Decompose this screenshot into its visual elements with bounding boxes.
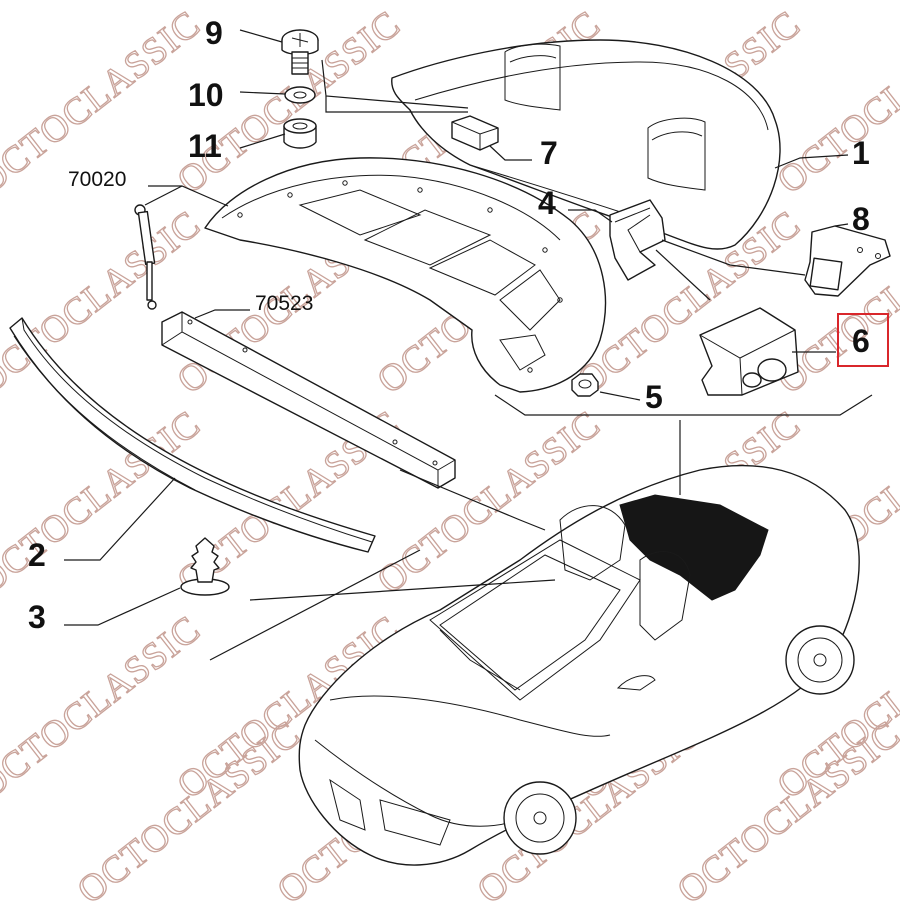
car-illustration bbox=[298, 464, 860, 866]
callout-6: 6 bbox=[852, 323, 870, 359]
callout-labels: 9 10 11 7 1 4 8 6 5 2 3 70020 70523 bbox=[28, 15, 870, 635]
callout-5: 5 bbox=[645, 379, 663, 415]
part-7-pad bbox=[451, 115, 499, 151]
callout-3: 3 bbox=[28, 599, 46, 635]
callout-4: 4 bbox=[538, 185, 556, 221]
callout-2: 2 bbox=[28, 537, 46, 573]
part-4-bracket bbox=[609, 199, 666, 281]
callout-1: 1 bbox=[852, 135, 870, 171]
callout-70523: 70523 bbox=[255, 292, 313, 315]
leader-lines bbox=[64, 29, 873, 661]
callout-9: 9 bbox=[205, 15, 223, 51]
part-6-control-module bbox=[699, 307, 799, 396]
callout-7: 7 bbox=[540, 135, 558, 171]
part-1-tonneau-cover bbox=[391, 39, 781, 250]
part-2-seal-strip bbox=[9, 317, 376, 553]
rear-tray-panel bbox=[204, 157, 607, 393]
callout-10: 10 bbox=[188, 77, 224, 113]
part-5-nut bbox=[571, 373, 599, 397]
trim-panel-70523 bbox=[161, 311, 456, 489]
callout-11: 11 bbox=[188, 128, 222, 164]
gas-strut-70020 bbox=[134, 204, 157, 310]
callout-8: 8 bbox=[852, 201, 870, 237]
part-8-latch bbox=[804, 225, 891, 297]
highlight-box-callout-6 bbox=[837, 313, 889, 367]
part-11-nut bbox=[283, 118, 317, 149]
part-9-screw bbox=[281, 29, 319, 75]
part-10-washer bbox=[284, 86, 316, 104]
callout-70020: 70020 bbox=[68, 168, 126, 191]
part-3-push-clip bbox=[180, 537, 230, 596]
